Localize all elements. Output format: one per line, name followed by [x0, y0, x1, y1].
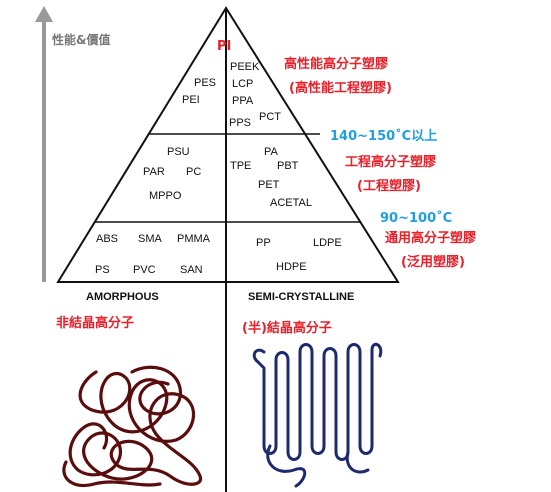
middle-right-polymer: TPE — [230, 160, 251, 172]
pyramid-outline — [56, 6, 400, 283]
top-tier-subtitle: (高性能工程塑膠) — [289, 80, 392, 96]
middle-boundary-temperature: 140~150˚C以上 — [330, 128, 437, 144]
middle-left-polymer: MPPO — [149, 190, 182, 202]
top-left-polymer: PEI — [182, 94, 200, 106]
bottom-boundary-temperature: 90~100˚C — [380, 210, 452, 226]
performance-axis-label: 性能&價值 — [51, 32, 110, 47]
apex-label-pi: PI — [217, 39, 231, 54]
middle-right-polymer: PBT — [277, 160, 299, 172]
semi-crystalline-heading: SEMI-CRYSTALLINE — [248, 291, 354, 303]
top-tier-title: 高性能高分子塑膠 — [284, 56, 388, 72]
middle-tier-subtitle: (工程塑膠) — [357, 178, 421, 194]
middle-right-polymer: ACETAL — [270, 197, 312, 209]
amorphous-heading: AMORPHOUS — [86, 291, 159, 303]
bottom-right-polymer: HDPE — [276, 261, 307, 273]
amorphous-chain-illustration — [62, 365, 203, 488]
bottom-left-polymer: SMA — [138, 233, 163, 245]
bottom-left-polymer: PVC — [133, 264, 156, 276]
top-right-polymer: LCP — [232, 78, 253, 90]
bottom-left-polymer: ABS — [96, 233, 118, 245]
semi-crystalline-chain-illustration — [252, 342, 383, 488]
top-right-polymer: PEEK — [230, 61, 260, 73]
middle-right-polymer: PA — [264, 146, 279, 158]
middle-left-polymer: PAR — [143, 166, 165, 178]
bottom-tier-subtitle: (泛用塑膠) — [401, 254, 465, 270]
bottom-tier-title: 通用高分子塑膠 — [385, 230, 476, 246]
top-right-polymer: PPA — [232, 95, 254, 107]
middle-tier-title: 工程高分子塑膠 — [345, 154, 436, 170]
bottom-left-polymer: PS — [95, 264, 110, 276]
performance-axis-arrowhead — [35, 6, 53, 22]
bottom-left-polymer: PMMA — [177, 233, 211, 245]
top-right-polymer: PCT — [259, 111, 281, 123]
bottom-right-polymer: LDPE — [313, 237, 342, 249]
bottom-left-polymer: SAN — [180, 264, 203, 276]
top-left-polymer: PES — [194, 77, 216, 89]
bottom-right-polymer: PP — [256, 237, 271, 249]
semi-crystalline-label-zh: (半)結晶高分子 — [242, 320, 332, 336]
amorphous-label-zh: 非結晶高分子 — [56, 315, 134, 331]
middle-right-polymer: PET — [258, 179, 280, 191]
middle-left-polymer: PC — [186, 166, 201, 178]
middle-left-polymer: PSU — [167, 146, 190, 158]
top-right-polymer: PPS — [229, 117, 251, 129]
